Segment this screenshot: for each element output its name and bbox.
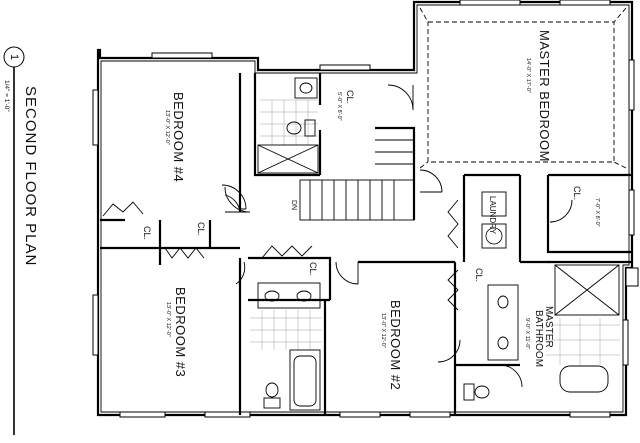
toilet-icon — [286, 121, 302, 135]
washer — [481, 223, 507, 249]
bifold-door — [447, 269, 459, 311]
door — [387, 84, 414, 111]
exterior-wall-outline — [96, 0, 634, 417]
double-vanity — [487, 284, 519, 361]
sink-icon — [497, 336, 509, 350]
shower — [257, 144, 319, 174]
hall-bathroom-top — [257, 77, 319, 174]
sink-icon — [497, 295, 509, 309]
room-labels: MASTER BEDROOM 14'-0" X 17'-0" BEDROOM #… — [142, 30, 600, 390]
door — [437, 339, 461, 363]
closet-bed4-label: CL. — [142, 226, 152, 240]
sheet-scale: 1/4" = 1'-0" — [3, 80, 10, 112]
bathtub — [289, 349, 321, 411]
window — [625, 267, 639, 287]
interior-wall — [546, 175, 632, 254]
door — [549, 199, 573, 223]
interior-walls — [100, 73, 632, 415]
master-bathroom — [463, 264, 620, 401]
door — [224, 186, 251, 213]
vanity — [294, 77, 318, 99]
window — [92, 89, 99, 146]
bedroom-4-name: BEDROOM #4 — [171, 92, 186, 182]
window — [628, 59, 635, 111]
bifold-door — [261, 245, 313, 259]
bathtub — [559, 365, 609, 393]
closet-hall-label: CL. — [308, 262, 318, 276]
bedroom-2-dims: 13'-0" X 12'-0" — [380, 313, 386, 348]
windows — [92, 0, 639, 418]
master-bathroom-name-line2: BATHROOM — [533, 310, 544, 367]
sink-icon — [299, 82, 313, 94]
closet-master-label: CL. — [572, 186, 582, 200]
door — [221, 184, 247, 210]
bedroom-2-name: BEDROOM #2 — [388, 300, 403, 390]
double-vanity — [257, 282, 321, 309]
sink-icon — [296, 290, 312, 302]
window — [459, 0, 521, 6]
door — [335, 261, 359, 285]
bedroom-3-name: BEDROOM #3 — [173, 287, 188, 377]
laundry-label: LAUNDRY — [488, 196, 497, 235]
window — [92, 294, 99, 356]
closet-bed2-label: CL. — [474, 268, 484, 282]
master-bedroom-dims: 14'-0" X 17'-0" — [525, 58, 531, 93]
sink-icon — [264, 290, 280, 302]
title-block: 1 SECOND FLOOR PLAN 1/4" = 1'-0" — [3, 46, 39, 435]
master-bedroom-ceiling — [419, 7, 627, 169]
window — [339, 411, 381, 418]
window — [622, 319, 629, 366]
toilet-icon — [265, 382, 279, 398]
stair-down-label: DN — [290, 200, 297, 210]
window — [151, 52, 213, 59]
bifold-door — [102, 201, 144, 217]
bedroom-3-dims: 13'-0" X 12'-0" — [165, 302, 171, 337]
doors — [102, 84, 573, 388]
interior-wall — [253, 73, 320, 177]
closet-master-dims: 7'-0" X 8'-0" — [594, 198, 600, 227]
closet-bed3-label: CL. — [196, 222, 206, 236]
interior-wall — [248, 256, 332, 300]
window — [204, 411, 251, 418]
laundry-room: LAUNDRY — [481, 191, 507, 249]
door — [419, 169, 443, 193]
dryer — [481, 191, 507, 217]
window — [409, 411, 451, 418]
window — [319, 64, 371, 71]
sheet-title: SECOND FLOOR PLAN — [22, 86, 39, 266]
window — [119, 411, 166, 418]
bifold-door — [164, 247, 205, 259]
bifold-door — [447, 199, 459, 249]
door — [499, 364, 523, 388]
window — [559, 0, 611, 6]
door — [235, 261, 246, 285]
window — [628, 189, 635, 236]
staircase: DN — [290, 139, 415, 221]
hall-bathroom-lower — [250, 282, 322, 411]
master-bedroom-name: MASTER BEDROOM — [537, 30, 552, 162]
toilet-icon — [474, 385, 490, 399]
closet-top-label: CL. — [345, 90, 355, 104]
window — [569, 411, 611, 418]
sheet-number: 1 — [8, 54, 20, 60]
master-bathroom-name-line1: MASTER — [543, 306, 554, 348]
master-bathroom-dims: 9'-0" X 11'-0" — [524, 318, 530, 349]
closet-top-dims: 5'-0" X 8'-0" — [336, 92, 342, 121]
interior-wall — [375, 126, 416, 220]
shower — [554, 264, 620, 316]
bedroom-4-dims: 13'-0" X 12'-0" — [164, 110, 170, 145]
